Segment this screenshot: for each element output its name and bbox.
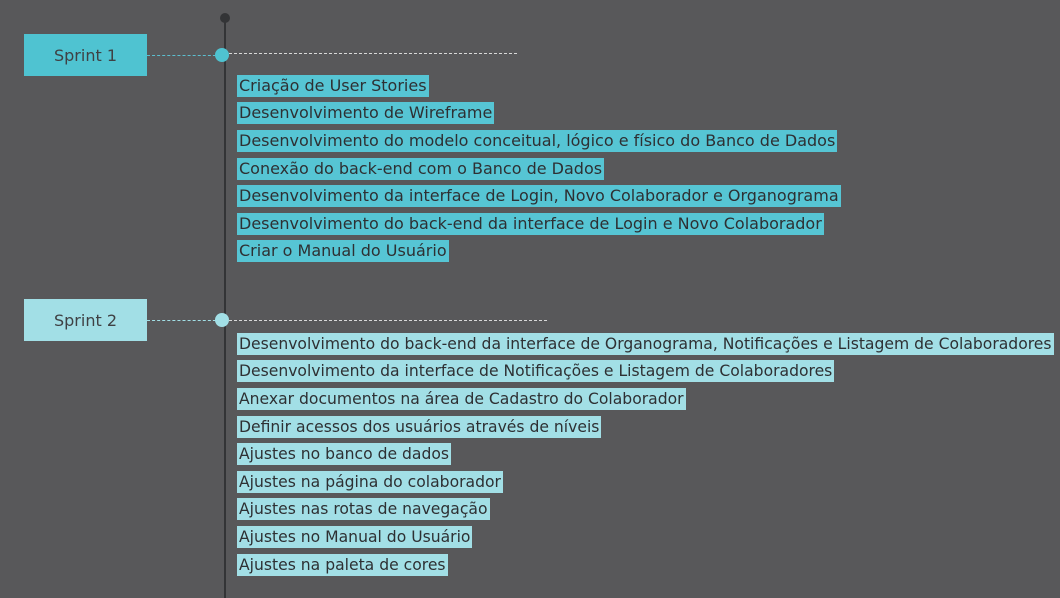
task-label: Desenvolvimento de Wireframe (237, 102, 495, 125)
task-label: Ajustes no Manual do Usuário (237, 525, 473, 548)
list-item: Desenvolvimento do back-end da interface… (237, 210, 841, 238)
list-item: Ajustes no Manual do Usuário (237, 523, 1054, 551)
list-item: Desenvolvimento do back-end da interface… (237, 330, 1054, 358)
list-item: Desenvolvimento de Wireframe (237, 100, 841, 128)
task-label: Desenvolvimento da interface de Login, N… (237, 185, 841, 208)
list-item: Anexar documentos na área de Cadastro do… (237, 385, 1054, 413)
task-label: Criação de User Stories (237, 74, 429, 97)
list-item: Criação de User Stories (237, 72, 841, 100)
task-label: Desenvolvimento da interface de Notifica… (237, 360, 835, 383)
list-item: Desenvolvimento do modelo conceitual, ló… (237, 127, 841, 155)
task-label: Ajustes na paleta de cores (237, 553, 448, 576)
list-item: Ajustes na página do colaborador (237, 468, 1054, 496)
task-label: Desenvolvimento do back-end da interface… (237, 332, 1054, 355)
sprint-1-task-list: Criação de User Stories Desenvolvimento … (237, 72, 841, 265)
list-item: Ajustes na paleta de cores (237, 551, 1054, 579)
task-label: Ajustes na página do colaborador (237, 470, 503, 493)
sprint-2-label: Sprint 2 (24, 299, 147, 341)
list-item: Criar o Manual do Usuário (237, 238, 841, 266)
task-label: Definir acessos dos usuários através de … (237, 415, 602, 438)
task-label: Desenvolvimento do back-end da interface… (237, 212, 824, 235)
sprint-1-node (215, 48, 229, 62)
sprint-2-node (215, 313, 229, 327)
timeline-axis (224, 18, 226, 598)
task-label: Anexar documentos na área de Cadastro do… (237, 387, 686, 410)
list-item: Desenvolvimento da interface de Login, N… (237, 182, 841, 210)
list-item: Conexão do back-end com o Banco de Dados (237, 155, 841, 183)
list-item: Desenvolvimento da interface de Notifica… (237, 358, 1054, 386)
task-label: Conexão do back-end com o Banco de Dados (237, 157, 605, 180)
sprint-1-label: Sprint 1 (24, 34, 147, 76)
sprint-1-connector (147, 55, 221, 56)
list-item: Ajustes nas rotas de navegação (237, 496, 1054, 524)
list-item: Definir acessos dos usuários através de … (237, 413, 1054, 441)
sprint-2-task-list: Desenvolvimento do back-end da interface… (237, 330, 1054, 578)
sprint-1-connector-extension (229, 53, 517, 54)
task-label: Ajustes nas rotas de navegação (237, 498, 490, 521)
task-label: Criar o Manual do Usuário (237, 240, 449, 263)
task-label: Ajustes no banco de dados (237, 443, 452, 466)
sprint-2-connector (147, 320, 221, 321)
list-item: Ajustes no banco de dados (237, 440, 1054, 468)
sprint-2-connector-extension (229, 320, 547, 321)
task-label: Desenvolvimento do modelo conceitual, ló… (237, 129, 838, 152)
